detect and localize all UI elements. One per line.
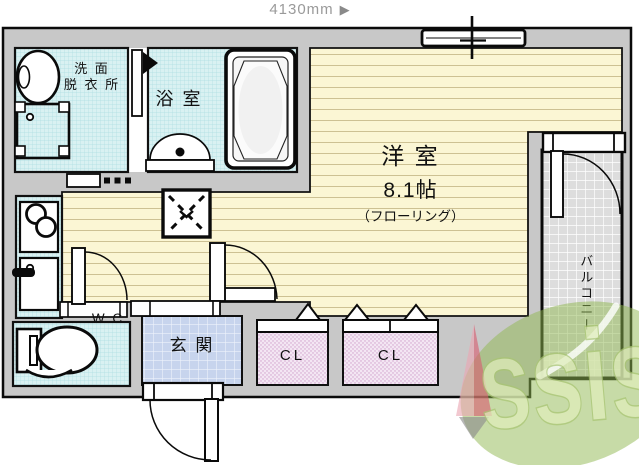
bathroom-threshold-icon — [145, 133, 215, 172]
washroom-label: 洗 面 脱 衣 所 — [44, 61, 140, 94]
balcony-door-icon — [541, 131, 627, 218]
western-room-name: 洋 室 — [381, 143, 440, 169]
closet-right-door-icon — [342, 303, 439, 333]
dimension-value: 4130mm — [269, 1, 334, 18]
window-top-icon — [420, 16, 527, 59]
dimension-label: 4130mm ▶ — [225, 1, 395, 20]
bathtub-icon — [224, 48, 297, 170]
entrance-label: 玄 関 — [169, 336, 215, 355]
dimension-arrow-icon: ▶ — [339, 2, 351, 17]
wc-door-icon — [59, 247, 128, 318]
entrance-threshold-icon — [130, 300, 221, 317]
room-closet-right — [342, 331, 439, 386]
bathroom-door-icon — [131, 49, 158, 117]
entrance-door-icon — [141, 381, 225, 462]
western-room-flooring-note: （フローリング） — [356, 209, 465, 224]
closet-left-label: CL — [279, 347, 306, 364]
wc-label: W C — [91, 311, 125, 326]
ceiling-hatch-icon — [161, 188, 212, 239]
washer-pan-icon — [14, 101, 71, 160]
western-room-label: 洋 室 8.1帖 （フローリング） — [328, 142, 493, 226]
closet-left-door-icon — [256, 302, 329, 333]
washroom-sliding-door-icon — [66, 173, 133, 188]
sink-icon — [12, 256, 60, 312]
room-closet-left — [256, 331, 329, 386]
washroom-label-line2: 脱 衣 所 — [63, 77, 121, 93]
closet-right-label: CL — [377, 347, 404, 364]
washroom-label-line1: 洗 面 — [74, 61, 110, 76]
stove-icon — [18, 200, 60, 254]
balcony-label: バルコニー — [578, 254, 594, 334]
room-door-icon — [209, 242, 278, 302]
toilet-icon — [15, 325, 99, 379]
western-room-area: 8.1帖 — [383, 178, 438, 202]
bathroom-label: 浴 室 — [155, 89, 203, 109]
